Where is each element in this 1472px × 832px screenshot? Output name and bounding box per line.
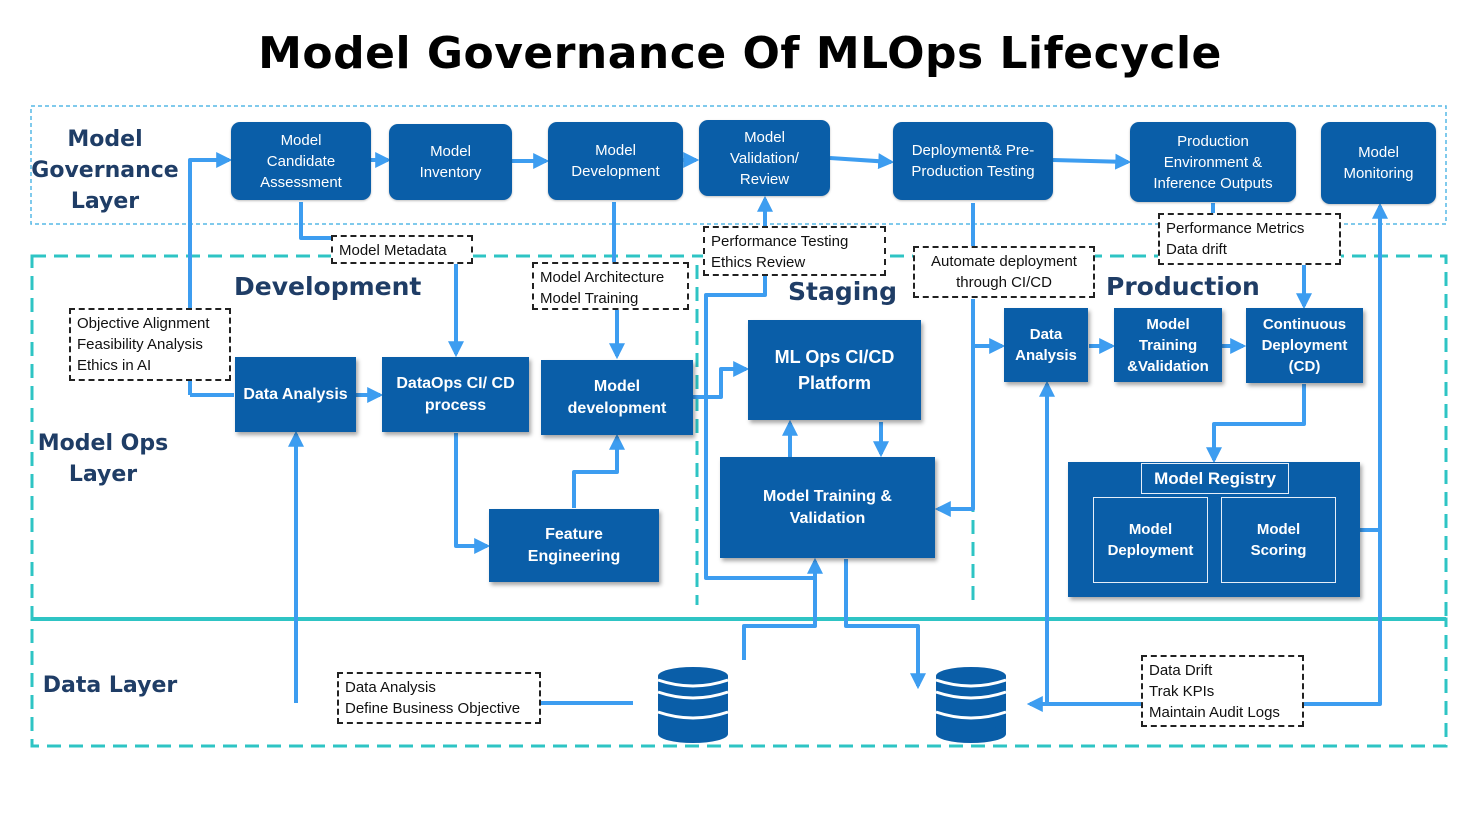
database-icon-1 bbox=[657, 667, 729, 743]
model-candidate-assessment-box: Model Candidate Assessment bbox=[231, 122, 371, 200]
model-registry-label: Model Registry bbox=[1141, 463, 1289, 494]
data-drift-note: Data Drift Trak KPIs Maintain Audit Logs bbox=[1141, 655, 1304, 727]
continuous-deployment-box: Continuous Deployment (CD) bbox=[1246, 308, 1363, 383]
objective-alignment-note: Objective Alignment Feasibility Analysis… bbox=[69, 308, 231, 381]
model-validation-review-box: Model Validation/ Review bbox=[699, 120, 830, 196]
data-analysis-prod-box: Data Analysis bbox=[1004, 308, 1088, 382]
model-deployment-registry-box: Model Deployment bbox=[1093, 497, 1208, 583]
arrow-cd-registry bbox=[1206, 384, 1306, 464]
model-architecture-note: Model Architecture Model Training bbox=[532, 262, 689, 310]
database-icon-2 bbox=[935, 667, 1007, 743]
arrow-automate-dataanalysis bbox=[971, 338, 1006, 509]
performance-metrics-note: Performance Metrics Data drift bbox=[1158, 213, 1341, 265]
production-environment-box: Production Environment & Inference Outpu… bbox=[1130, 122, 1296, 202]
staging-section-label: Staging bbox=[788, 277, 897, 306]
diagram-title: Model Governance Of MLOps Lifecycle bbox=[258, 28, 1222, 79]
data-analysis-dev-box: Data Analysis bbox=[235, 357, 356, 432]
data-analysis-business-note: Data Analysis Define Business Objective bbox=[337, 672, 541, 724]
automate-deployment-note: Automate deployment through CI/CD bbox=[913, 246, 1095, 298]
mlops-cicd-platform-box: ML Ops CI/CD Platform bbox=[748, 320, 921, 420]
model-development-gov-box: Model Development bbox=[548, 122, 683, 200]
model-development-ops-box: Model development bbox=[541, 360, 693, 435]
arrow-loop-training bbox=[704, 276, 823, 580]
data-layer-label: Data Layer bbox=[42, 673, 178, 698]
arrow-feature-modeldev bbox=[572, 433, 625, 508]
performance-testing-note: Performance Testing Ethics Review bbox=[703, 226, 886, 276]
deployment-preproduction-box: Deployment& Pre- Production Testing bbox=[893, 122, 1053, 200]
model-inventory-box: Model Inventory bbox=[389, 124, 512, 200]
dataops-cicd-box: DataOps CI/ CD process bbox=[382, 357, 529, 432]
model-scoring-registry-box: Model Scoring bbox=[1221, 497, 1336, 583]
development-section-label: Development bbox=[234, 272, 422, 301]
line-db1-training bbox=[742, 578, 817, 660]
governance-layer-border bbox=[30, 105, 1447, 225]
line-drift-monitoring bbox=[1304, 530, 1382, 706]
arrow-training-db2 bbox=[844, 559, 926, 690]
line-candidate-metadata bbox=[299, 202, 331, 240]
model-monitoring-box: Model Monitoring bbox=[1321, 122, 1436, 204]
production-section-label: Production bbox=[1106, 272, 1260, 301]
model-metadata-note: Model Metadata bbox=[331, 235, 473, 264]
model-training-validation-prod-box: Model Training &Validation bbox=[1114, 308, 1222, 382]
governance-layer-label: Model Governance Layer bbox=[31, 127, 179, 214]
arrow-automate-training bbox=[934, 299, 975, 517]
arrow-modeldev-mlops bbox=[693, 361, 750, 399]
ops-layer-label: Model Ops Layer bbox=[37, 431, 169, 487]
arrow-dataops-feature bbox=[454, 433, 491, 554]
arrow-validation-deployment bbox=[829, 153, 895, 170]
feature-engineering-box: Feature Engineering bbox=[489, 509, 659, 582]
model-training-validation-staging-box: Model Training & Validation bbox=[720, 457, 935, 558]
arrow-deployment-production bbox=[1052, 153, 1132, 170]
